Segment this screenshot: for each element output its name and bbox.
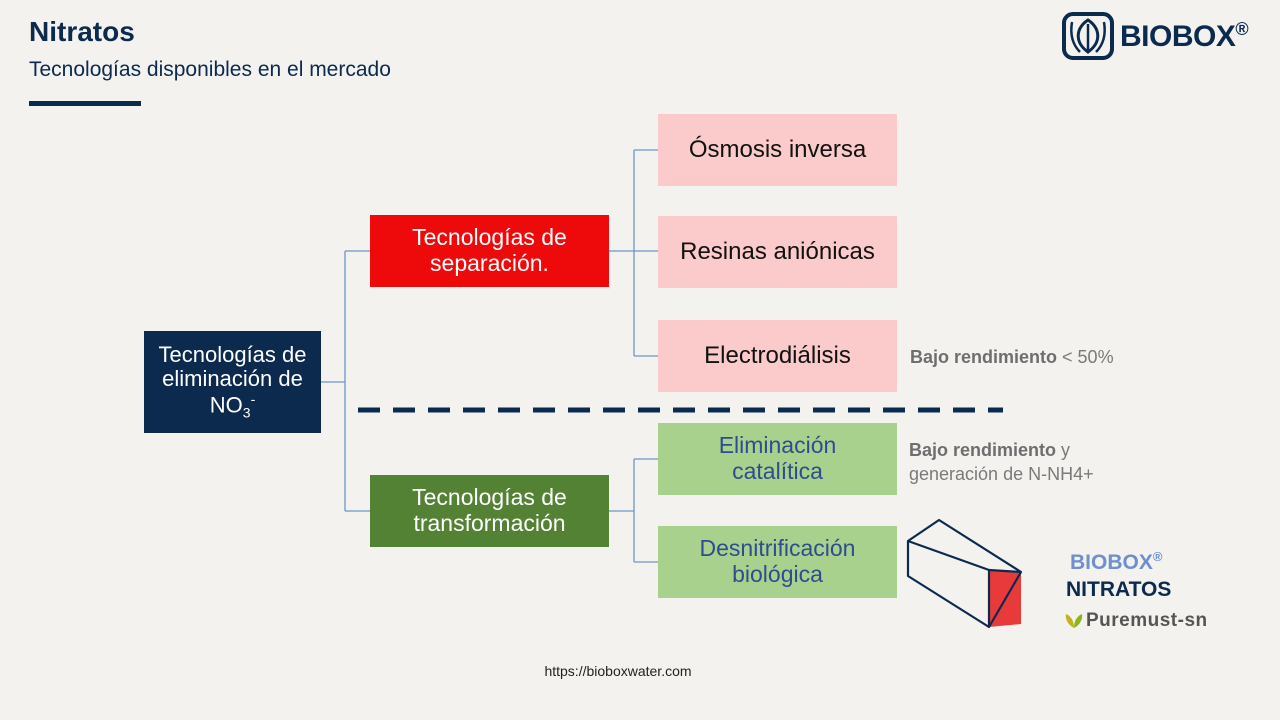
separation-line2: separación. xyxy=(430,250,549,276)
page-title: Nitratos xyxy=(29,16,135,47)
resinas-node: Resinas aniónicas xyxy=(658,216,897,288)
root-line2: eliminación de xyxy=(162,366,303,392)
electrodialisis-node: Electrodiálisis xyxy=(658,320,897,392)
biobox-logo: BIOBOX® xyxy=(1062,12,1262,60)
root-line1: Tecnologías de xyxy=(158,341,307,367)
logo-wordmark: BIOBOX® xyxy=(1120,18,1249,53)
biologica-node: Desnitrificación biológica xyxy=(658,526,897,598)
catalitica-line2: catalítica xyxy=(732,458,823,484)
separation-line1: Tecnologías de xyxy=(412,224,567,251)
product-brand: BIOBOX® xyxy=(1070,549,1163,574)
page-subtitle: Tecnologías disponibles en el mercado xyxy=(29,58,391,81)
cube-icon xyxy=(906,518,1023,629)
puremust-brand: Puremust-sn xyxy=(1064,610,1208,632)
biologica-line1: Desnitrificación xyxy=(699,535,856,562)
catalitica-note: Bajo rendimiento y generación de N-NH4+ xyxy=(909,440,1094,485)
catalitica-node: Eliminación catalítica xyxy=(658,423,897,495)
separation-node: Tecnologías de separación. xyxy=(370,215,609,287)
osmosis-node: Ósmosis inversa xyxy=(658,114,897,186)
transformation-line2: transformación xyxy=(413,510,566,536)
transformation-node: Tecnologías de transformación xyxy=(370,475,609,547)
product-name: NITRATOS xyxy=(1066,578,1172,601)
root-node: Tecnologías de eliminación de NO3- xyxy=(144,331,321,433)
title-underline xyxy=(29,101,141,106)
leaf-icon xyxy=(1065,614,1083,628)
root-formula: NO3- xyxy=(209,390,256,421)
biologica-line2: biológica xyxy=(732,561,823,587)
electrodialisis-note: Bajo rendimiento < 50% xyxy=(910,347,1114,367)
catalitica-line1: Eliminación xyxy=(718,432,837,459)
leaf-shield-icon xyxy=(1062,12,1114,60)
transformation-line1: Tecnologías de xyxy=(412,484,567,511)
footer-url[interactable]: https://bioboxwater.com xyxy=(544,663,692,679)
